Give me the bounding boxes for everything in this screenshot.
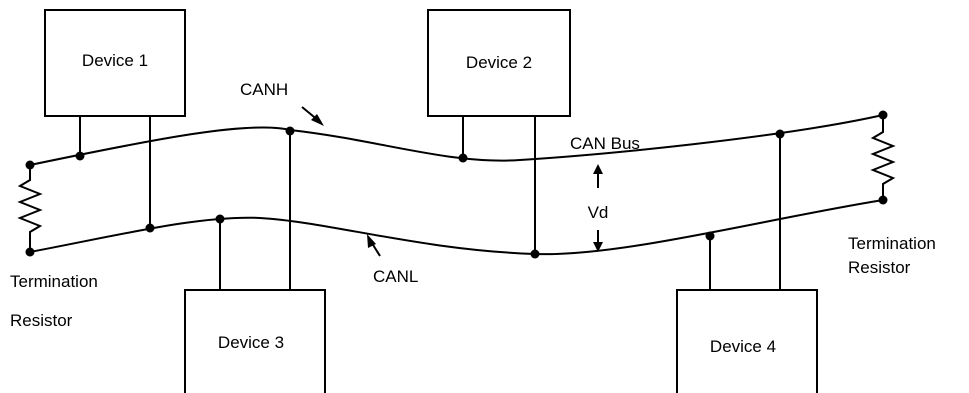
left-termination-label-line2: Resistor bbox=[10, 311, 73, 330]
device1-label: Device 1 bbox=[82, 51, 148, 70]
left-termination-resistor bbox=[17, 165, 43, 252]
canl-label: CANL bbox=[373, 267, 418, 286]
canh-arrowhead bbox=[311, 114, 324, 126]
canl-wire bbox=[29, 199, 884, 256]
canh-wire bbox=[29, 114, 884, 166]
device2-label: Device 2 bbox=[466, 53, 532, 72]
device2-canh-node bbox=[458, 153, 468, 163]
right-canl-terminal-node bbox=[878, 195, 888, 205]
can-bus-label: CAN Bus bbox=[570, 134, 640, 153]
vd-label: Vd bbox=[588, 203, 609, 222]
left-termination-label-line1: Termination bbox=[10, 272, 98, 291]
vd-upper-arrowhead bbox=[593, 164, 603, 174]
right-canh-terminal-node bbox=[878, 110, 888, 120]
canl-arrowhead bbox=[367, 234, 376, 248]
device2-canl-node bbox=[530, 249, 540, 259]
device1-box bbox=[44, 9, 186, 117]
device4-canl-node bbox=[705, 231, 715, 241]
device1-canl-node bbox=[145, 223, 155, 233]
device4-canh-node bbox=[775, 129, 785, 139]
vd-lower-arrowhead bbox=[593, 242, 603, 252]
right-termination-label-line2: Resistor bbox=[848, 258, 911, 277]
right-termination-label-line1: Termination bbox=[848, 234, 936, 253]
device3-box bbox=[184, 289, 326, 393]
device3-canl-node bbox=[215, 214, 225, 224]
device2-box bbox=[427, 9, 571, 117]
device3-label: Device 3 bbox=[218, 333, 284, 352]
device1-canh-node bbox=[75, 151, 85, 161]
left-canl-terminal-node bbox=[25, 247, 35, 257]
device3-canh-node bbox=[285, 126, 295, 136]
device4-box bbox=[676, 289, 818, 393]
canh-label: CANH bbox=[240, 80, 288, 99]
left-canh-terminal-node bbox=[25, 160, 35, 170]
right-termination-resistor bbox=[870, 115, 896, 200]
device4-label: Device 4 bbox=[710, 337, 776, 356]
